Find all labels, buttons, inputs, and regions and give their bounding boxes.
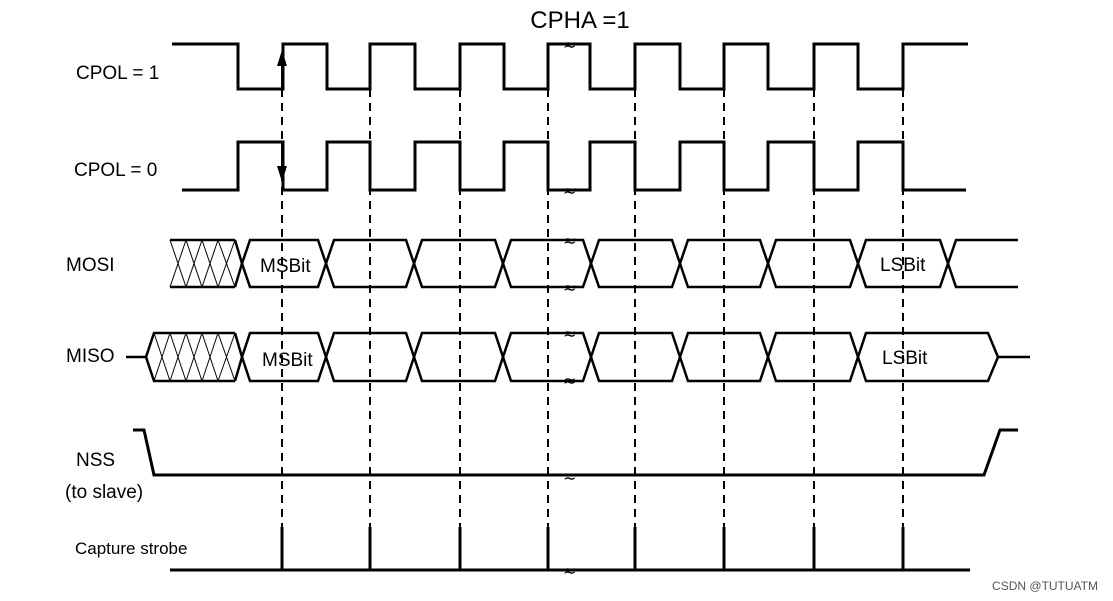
miso-msbit-label: MSBit (262, 350, 313, 371)
miso-lsbit-label: LSBit (882, 348, 928, 369)
nss-sublabel: (to slave) (65, 482, 143, 503)
capture-strobe-waveform (170, 527, 970, 572)
nss-waveform (133, 428, 1018, 477)
svg-text:≈: ≈ (563, 231, 576, 250)
mosi-msbit-label: MSBit (260, 256, 311, 277)
cpol1-edge-arrow (277, 50, 287, 89)
miso-label: MISO (66, 346, 115, 367)
svg-text:≈: ≈ (563, 278, 576, 297)
mosi-lsbit-label: LSBit (880, 255, 926, 276)
mosi-label: MOSI (66, 255, 115, 276)
miso-waveform (126, 331, 1030, 383)
svg-text:≈: ≈ (563, 467, 576, 486)
svg-text:≈: ≈ (563, 561, 576, 580)
strobe-label: Capture strobe (75, 539, 187, 558)
cpol0-label: CPOL = 0 (74, 160, 157, 181)
nss-label: NSS (76, 450, 115, 471)
cpol1-label: CPOL = 1 (76, 63, 159, 84)
mosi-waveform (169, 238, 1018, 289)
time-break-marks: ≈ ≈ ≈ ≈ ≈ ≈ ≈ ≈ (563, 35, 576, 580)
svg-text:≈: ≈ (563, 181, 576, 200)
edge-guide-lines (281, 89, 904, 570)
svg-text:≈: ≈ (563, 35, 576, 54)
watermark: CSDN @TUTUATM (992, 579, 1098, 593)
svg-text:≈: ≈ (563, 371, 576, 390)
svg-text:≈: ≈ (563, 324, 576, 343)
diagram-title: CPHA =1 (530, 7, 629, 34)
cpol1-waveform (172, 42, 968, 91)
